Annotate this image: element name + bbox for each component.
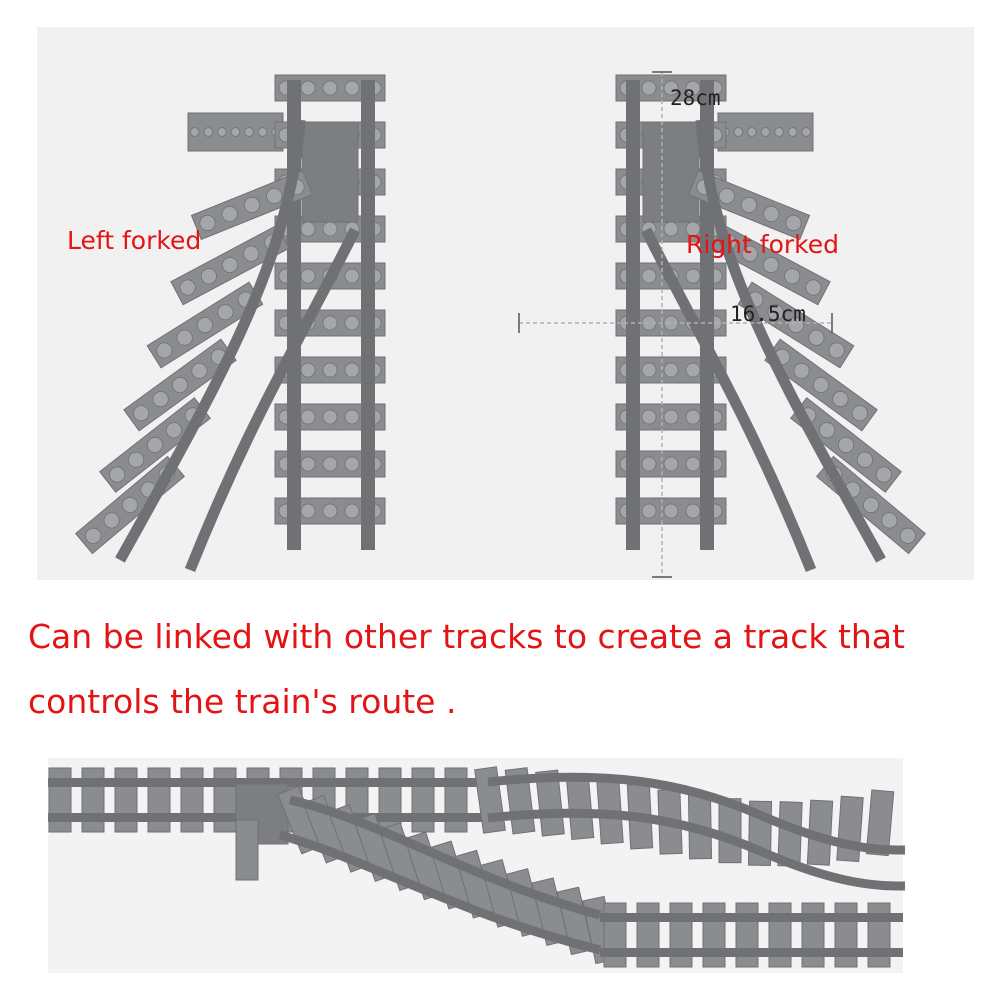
- left-forked-track-illustration: [74, 74, 386, 573]
- track-sleeper: [603, 902, 627, 968]
- rail: [278, 830, 602, 955]
- track-sleeper: [190, 169, 314, 241]
- rail: [487, 772, 906, 855]
- track-sleeper: [764, 338, 878, 432]
- rail: [626, 80, 640, 550]
- track-sleeper: [170, 224, 290, 306]
- rail: [641, 227, 817, 573]
- rail: [115, 119, 306, 563]
- track-sleeper: [213, 767, 237, 833]
- switch-housing: [301, 121, 359, 223]
- track-sleeper: [81, 767, 105, 833]
- track-sleeper: [48, 767, 72, 833]
- rail: [289, 795, 602, 920]
- length-dimension-label: 28cm: [670, 86, 721, 110]
- track-sleeper: [867, 902, 891, 968]
- rail: [600, 948, 903, 957]
- rail: [184, 227, 360, 573]
- track-sleeper: [535, 769, 565, 837]
- track-sleeper: [735, 902, 759, 968]
- track-sleeper: [702, 902, 726, 968]
- dimension-lines: [518, 71, 833, 578]
- track-sleeper: [180, 767, 204, 833]
- track-sleeper: [801, 902, 825, 968]
- track-sleeper: [865, 789, 895, 857]
- rail: [487, 808, 906, 891]
- track-sleeper: [378, 767, 402, 833]
- switch-housing: [642, 121, 700, 223]
- rail: [48, 778, 488, 787]
- right-forked-track-illustration: [615, 74, 927, 573]
- track-sleeper: [147, 767, 171, 833]
- track-sleeper: [687, 169, 811, 241]
- rail: [695, 119, 886, 563]
- left-forked-label: Left forked: [67, 226, 202, 255]
- track-sleeper: [411, 767, 435, 833]
- width-dimension-label: 16.5cm: [730, 302, 806, 326]
- track-sleeper: [114, 767, 138, 833]
- rail: [361, 80, 375, 550]
- track-sleeper: [669, 902, 693, 968]
- switch-lever-plate: [235, 819, 259, 881]
- track-sleeper: [768, 902, 792, 968]
- caption-line-1: Can be linked with other tracks to creat…: [28, 617, 905, 656]
- rail: [600, 913, 903, 922]
- track-sleeper: [737, 281, 855, 369]
- track-sleeper: [444, 767, 468, 833]
- track-sleeper: [834, 902, 858, 968]
- track-sleeper: [836, 795, 864, 863]
- track-sleeper: [99, 397, 211, 493]
- track-sleeper: [123, 338, 237, 432]
- right-forked-label: Right forked: [686, 230, 839, 259]
- caption-line-2: controls the train's route .: [28, 682, 457, 721]
- track-sleeper: [636, 902, 660, 968]
